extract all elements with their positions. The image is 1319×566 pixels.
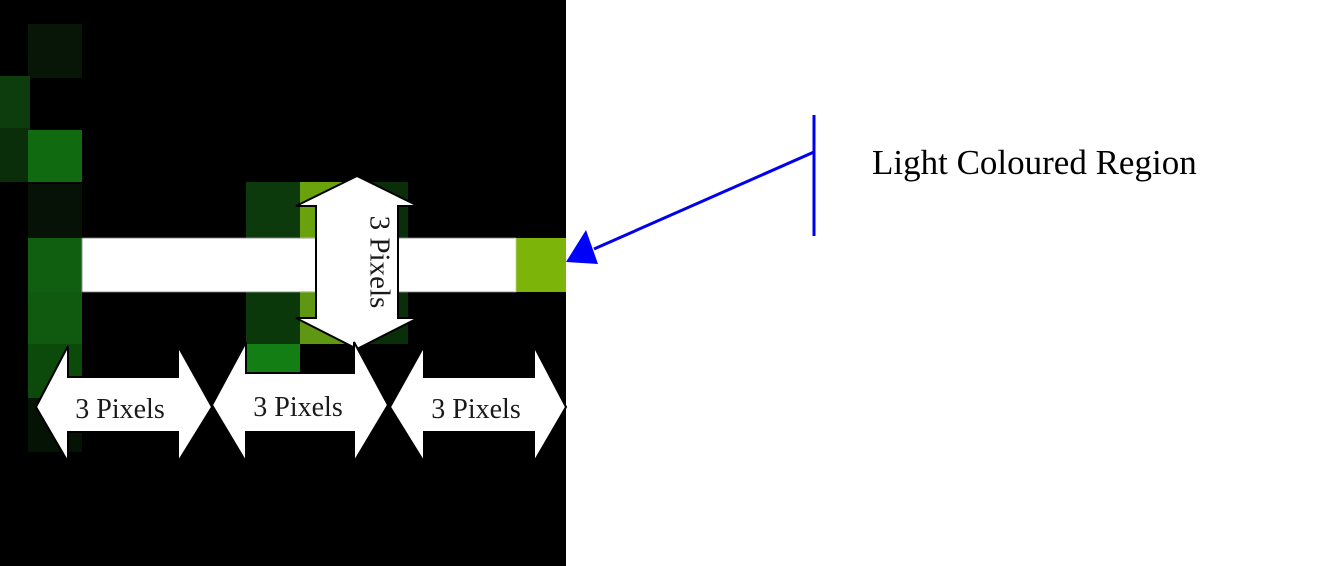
horizontal-measure-1: 3 Pixels bbox=[34, 342, 214, 466]
pixel-block bbox=[246, 344, 300, 374]
pixel-block bbox=[28, 184, 82, 238]
pixel-block bbox=[514, 238, 566, 292]
pixel-block bbox=[246, 182, 300, 238]
vertical-measure: 3 Pixels bbox=[295, 174, 419, 351]
horizontal-measure-2: 3 Pixels bbox=[210, 341, 390, 466]
light-coloured-region-bar bbox=[82, 238, 516, 292]
vertical-measure-label: 3 Pixels bbox=[363, 216, 395, 309]
pixel-block bbox=[246, 292, 300, 344]
pixel-block bbox=[0, 76, 30, 128]
horizontal-measure-label: 3 Pixels bbox=[75, 394, 164, 425]
pixel-block bbox=[28, 130, 82, 182]
double-headed-arrow-icon bbox=[34, 342, 214, 466]
pointer-arrow-icon bbox=[566, 230, 598, 264]
horizontal-measures: 3 Pixels 3 Pixels 3 Pixels bbox=[34, 341, 568, 466]
pixel-block bbox=[28, 24, 82, 78]
pixel-block bbox=[28, 238, 82, 292]
double-headed-arrow-icon bbox=[388, 342, 568, 466]
pixel-block bbox=[28, 292, 82, 344]
double-headed-arrow-icon bbox=[210, 341, 390, 466]
pixel-block bbox=[0, 128, 30, 182]
pixel-grid-image bbox=[0, 0, 566, 566]
light-coloured-region-label: Light Coloured Region bbox=[872, 143, 1197, 182]
callout-leader-line bbox=[593, 150, 815, 251]
light-region-callout bbox=[566, 115, 816, 264]
horizontal-measure-label: 3 Pixels bbox=[431, 394, 520, 425]
horizontal-measure-label: 3 Pixels bbox=[253, 392, 342, 423]
horizontal-measure-3: 3 Pixels bbox=[388, 342, 568, 466]
